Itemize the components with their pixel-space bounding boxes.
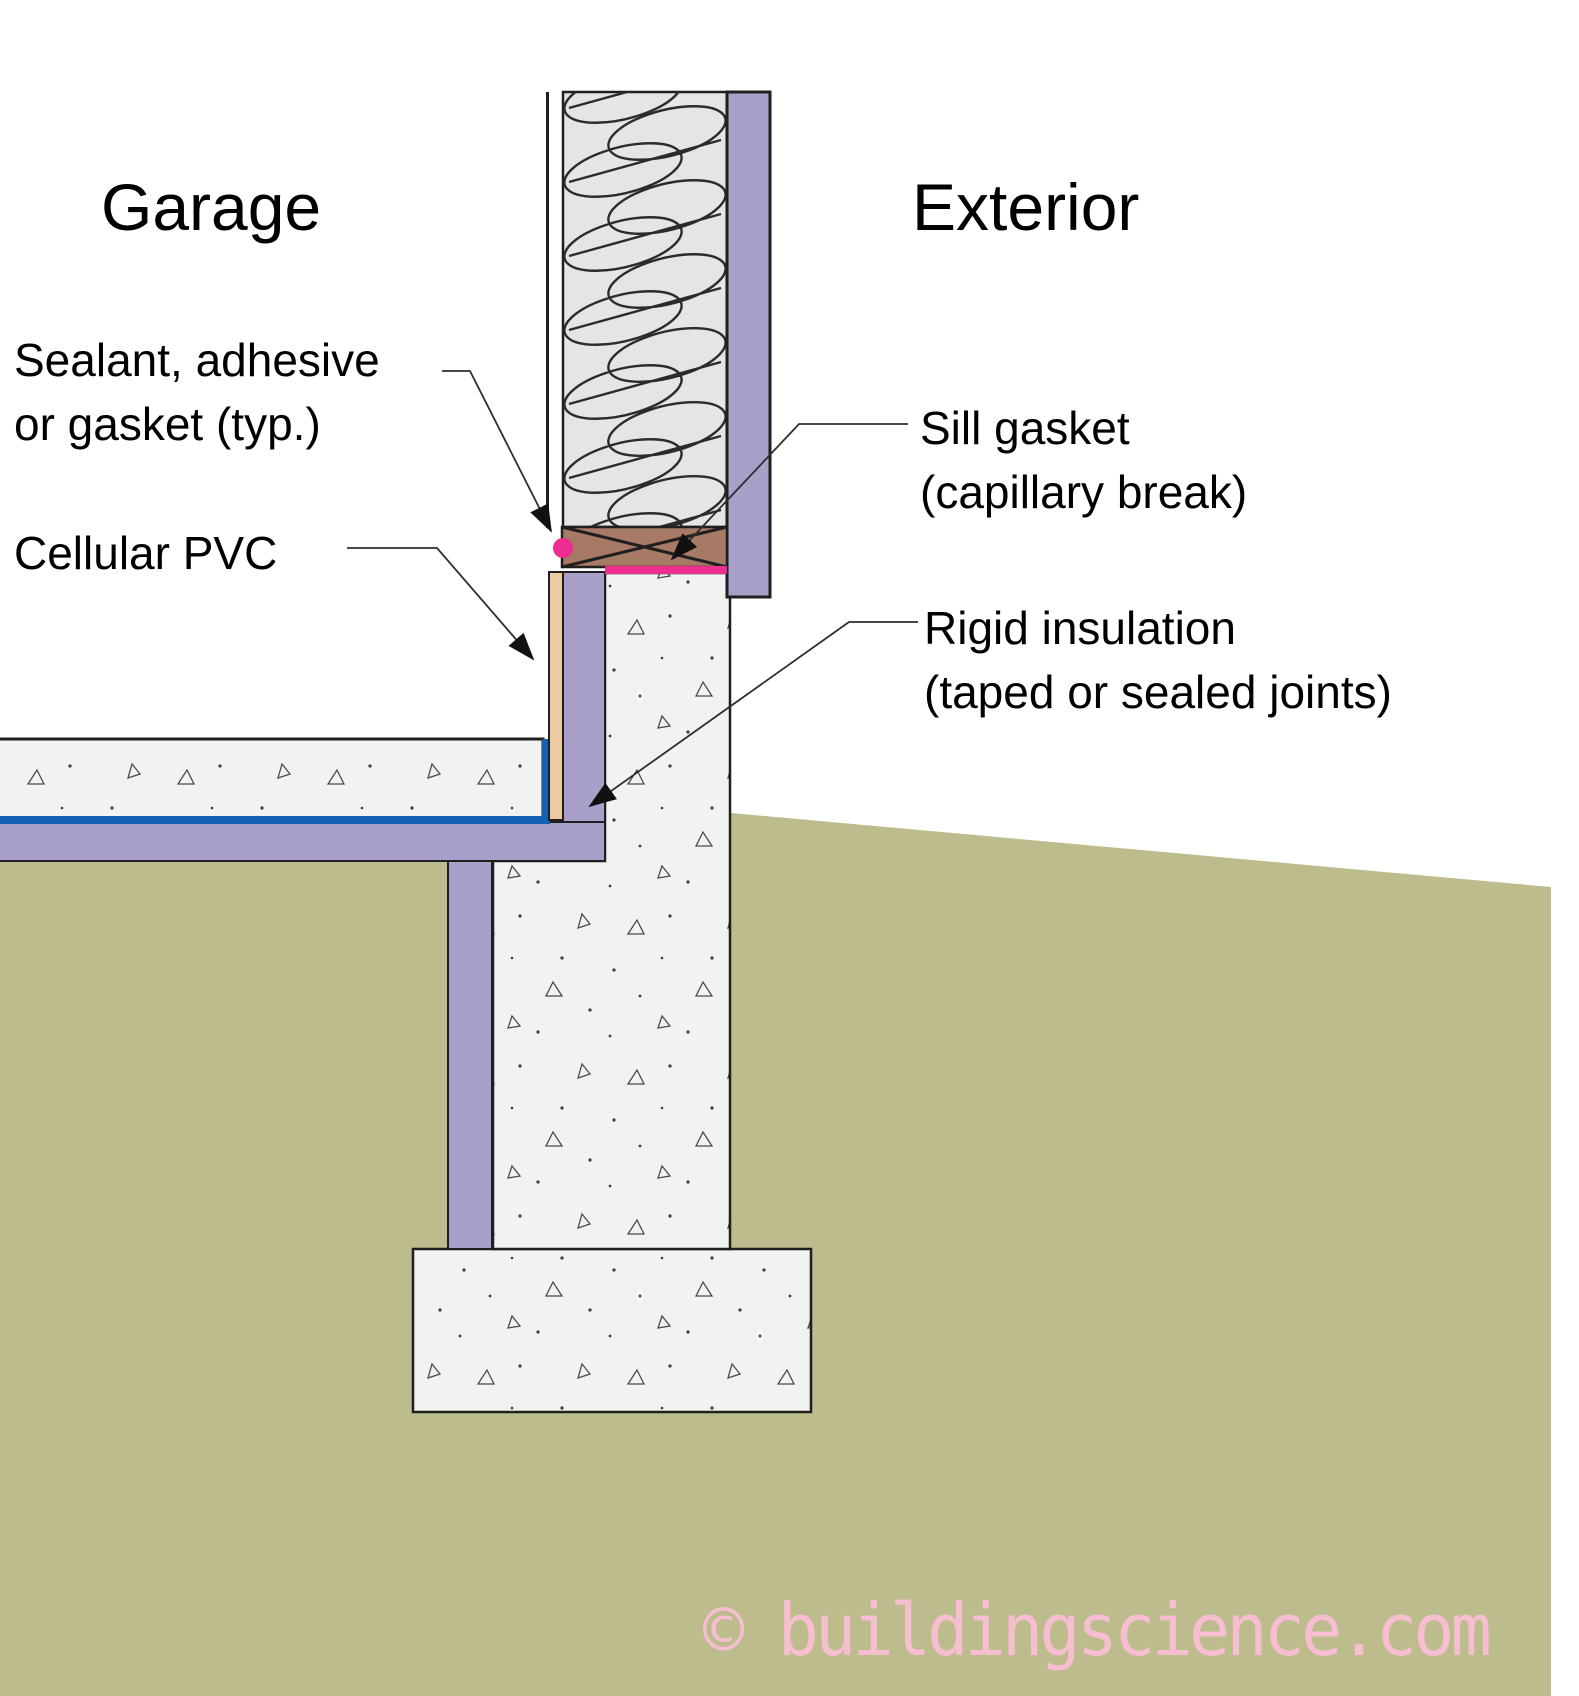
callout-sealant-line1: Sealant, adhesive: [14, 334, 380, 386]
batt-insulation-pattern: [563, 92, 727, 527]
concrete-foundation-wall: [491, 571, 732, 1251]
callout-sill-gasket: Sill gasket (capillary break): [920, 396, 1247, 524]
exterior-rigid-insulation-panel: [725, 90, 772, 599]
callout-rigid-insulation-line2: (taped or sealed joints): [924, 666, 1392, 718]
interior-finish-line: [546, 92, 549, 528]
garage-slab: [0, 737, 545, 820]
watermark: © buildingscience.com: [703, 1588, 1492, 1672]
leader-rigid-insulation-arrow: [588, 621, 918, 808]
leader-sealant-arrow: [442, 370, 552, 533]
slab-vapor-barrier-vertical: [542, 739, 550, 823]
callout-sealant: Sealant, adhesive or gasket (typ.): [14, 328, 380, 456]
callout-rigid-insulation-line1: Rigid insulation: [924, 602, 1236, 654]
sill-plate-x-hatch: [561, 525, 728, 569]
leader-cellular-pvc-arrow: [347, 547, 535, 661]
region-label-garage: Garage: [101, 170, 322, 244]
interior-rigid-insulation: [562, 571, 606, 823]
below-grade-rigid-insulation: [447, 860, 493, 1250]
wood-sill-plate: [560, 525, 729, 569]
callout-cellular-pvc: Cellular PVC: [14, 527, 278, 579]
callout-sill-gasket-line1: Sill gasket: [920, 402, 1130, 454]
callout-sealant-line2: or gasket (typ.): [14, 398, 321, 450]
cellular-pvc-trim: [548, 571, 564, 821]
region-label-exterior: Exterior: [912, 170, 1140, 244]
slab-vapor-barrier-horizontal: [0, 816, 550, 824]
sill-gasket-line: [605, 566, 727, 574]
sub-slab-rigid-insulation: [0, 821, 606, 862]
callout-rigid-insulation: Rigid insulation (taped or sealed joints…: [924, 596, 1392, 724]
concrete-footing: [411, 1247, 813, 1414]
leader-sill-gasket-arrow: [670, 423, 908, 561]
callout-sill-gasket-line2: (capillary break): [920, 466, 1248, 518]
sealant-dot: [553, 538, 573, 558]
